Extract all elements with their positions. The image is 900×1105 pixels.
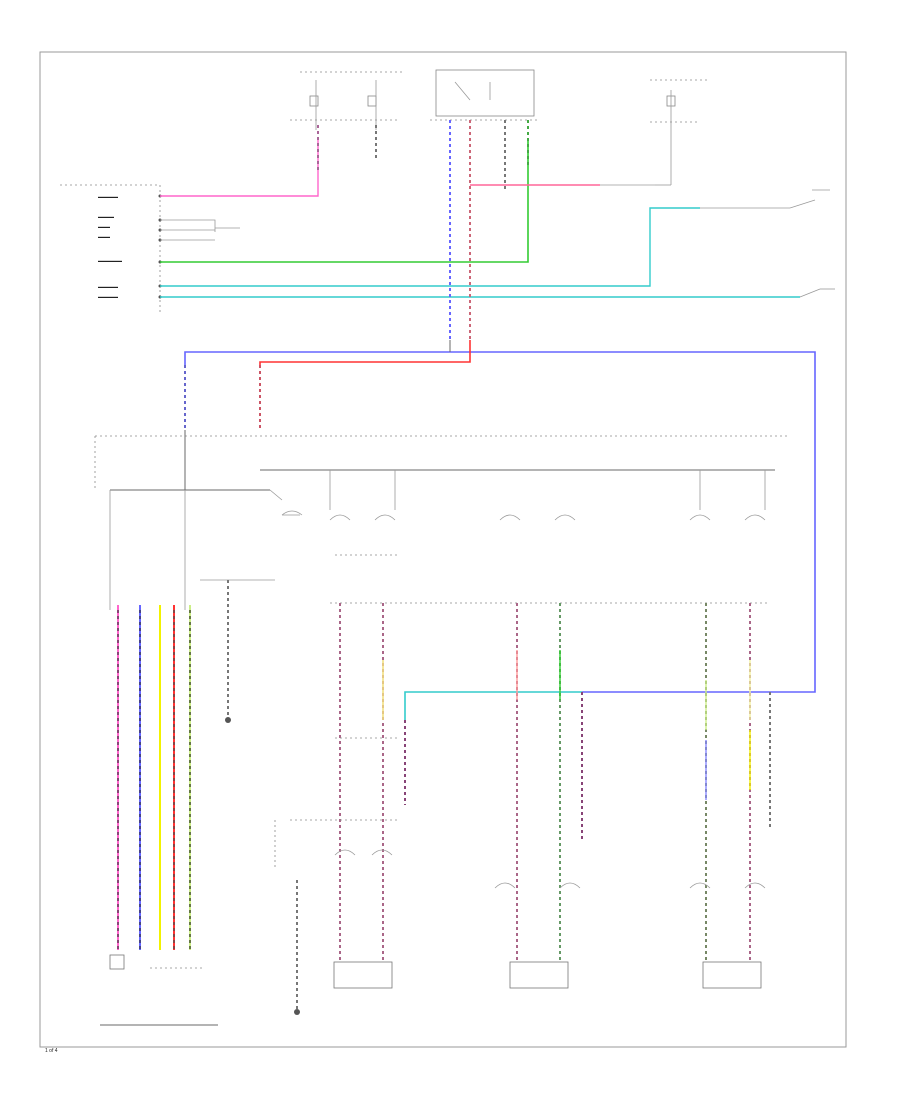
svg-text:▬▬▬▬: ▬▬▬▬	[98, 214, 114, 219]
main-power-window-switch: ▬▬▬▬▬ ▬▬▬▬ ▬▬▬ ▬▬▬ ▬▬▬▬▬▬ ▬▬▬▬▬ ▬▬▬▬▬	[60, 184, 162, 315]
ground-left	[200, 579, 275, 723]
encoder	[100, 954, 218, 1026]
svg-text:▬▬▬▬▬: ▬▬▬▬▬	[98, 284, 118, 289]
wire-cyan-lower	[404, 691, 582, 720]
lock-switch	[269, 489, 303, 516]
svg-text:▬▬▬: ▬▬▬	[98, 224, 110, 229]
svg-text:▬▬▬▬▬▬: ▬▬▬▬▬▬	[98, 258, 122, 263]
svg-text:▬▬▬▬▬: ▬▬▬▬▬	[98, 294, 118, 299]
svg-text:▬▬▬▬▬: ▬▬▬▬▬	[98, 194, 118, 199]
left-rear-motor-column	[494, 603, 583, 989]
wire-blue	[184, 351, 816, 693]
wire-pink-top	[160, 140, 319, 197]
fuse-box-left	[290, 71, 405, 130]
svg-text:▬▬▬: ▬▬▬	[98, 234, 110, 239]
wire-green	[160, 140, 529, 263]
encoder-wire-bundle	[109, 490, 191, 950]
right-side-switch-front	[700, 189, 830, 209]
wire-cyan-1	[160, 207, 700, 287]
driver-switch	[329, 470, 400, 556]
power-window-relay	[430, 69, 540, 121]
ground-lower	[274, 820, 300, 1015]
diagram-frame	[39, 51, 847, 1048]
wire-red	[259, 340, 471, 365]
passenger-motor-column	[290, 603, 400, 989]
right-side-switch-rear	[799, 288, 835, 298]
right-rear-switch	[689, 470, 766, 521]
left-rear-switch	[499, 514, 576, 521]
fuse-box-right	[650, 79, 710, 186]
right-rear-motor-column	[689, 603, 771, 989]
page-id: 1 of 4	[45, 1048, 58, 1054]
